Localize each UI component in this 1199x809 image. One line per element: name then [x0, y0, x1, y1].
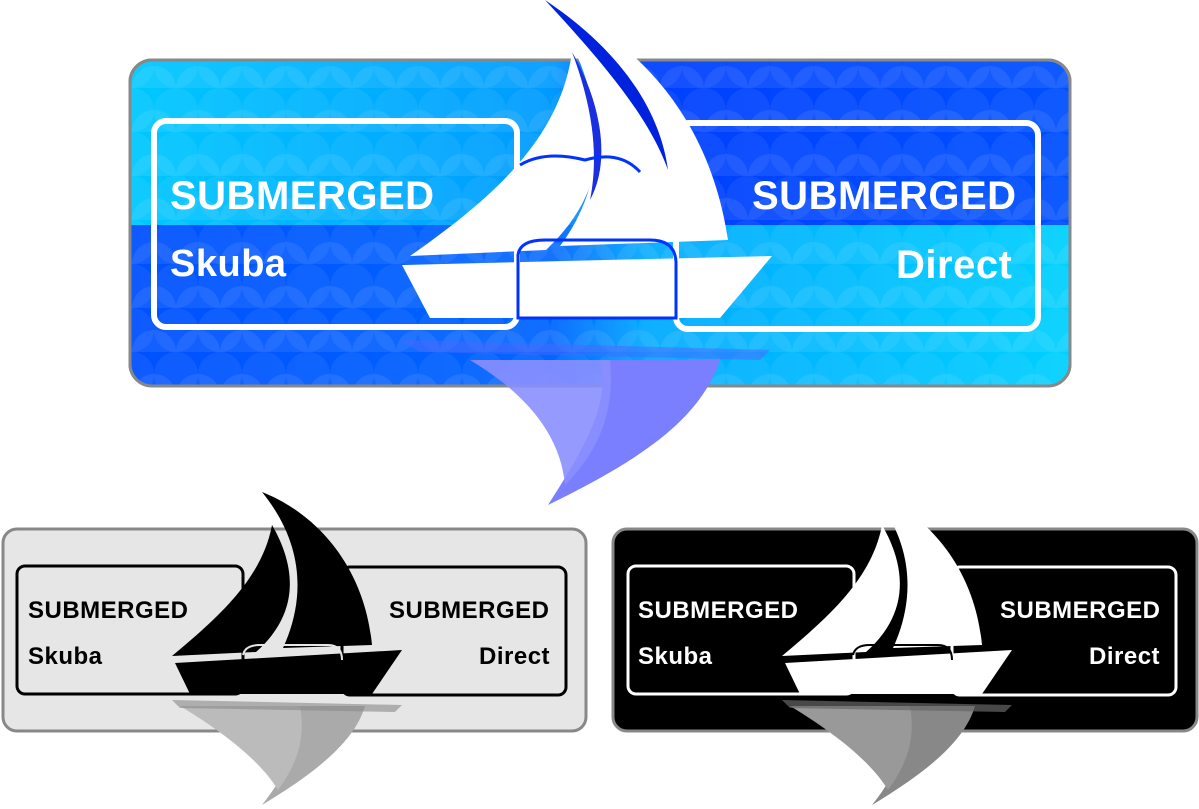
gray-hull [175, 650, 402, 694]
logo-black [611, 492, 1199, 805]
black-sail-front [782, 525, 900, 656]
color-right-brand: SUBMERGED [752, 174, 1017, 218]
color-right-sub: Direct [896, 243, 1013, 287]
gray-left-brand: SUBMERGED [28, 597, 189, 624]
gray-right-sub: Direct [479, 643, 551, 670]
sail-reflection [548, 360, 720, 505]
logo-color [128, 0, 1072, 505]
gray-left-sub: Skuba [28, 643, 103, 670]
black-hull [785, 650, 1012, 694]
black-right-brand: SUBMERGED [1000, 597, 1161, 624]
logo-light-gray [1, 492, 588, 805]
black-sail-main [872, 492, 982, 648]
black-left-sub: Skuba [638, 643, 713, 670]
color-left-sub: Skuba [170, 243, 287, 285]
black-right-sub: Direct [1089, 643, 1161, 670]
sail-front [410, 52, 598, 256]
gray-right-brand: SUBMERGED [389, 597, 550, 624]
gray-sail-main [262, 492, 372, 648]
black-left-brand: SUBMERGED [638, 597, 799, 624]
sail-main [545, 0, 728, 246]
color-left-brand: SUBMERGED [170, 174, 435, 218]
gray-sail-front [172, 525, 290, 656]
boat-hull [402, 256, 772, 318]
